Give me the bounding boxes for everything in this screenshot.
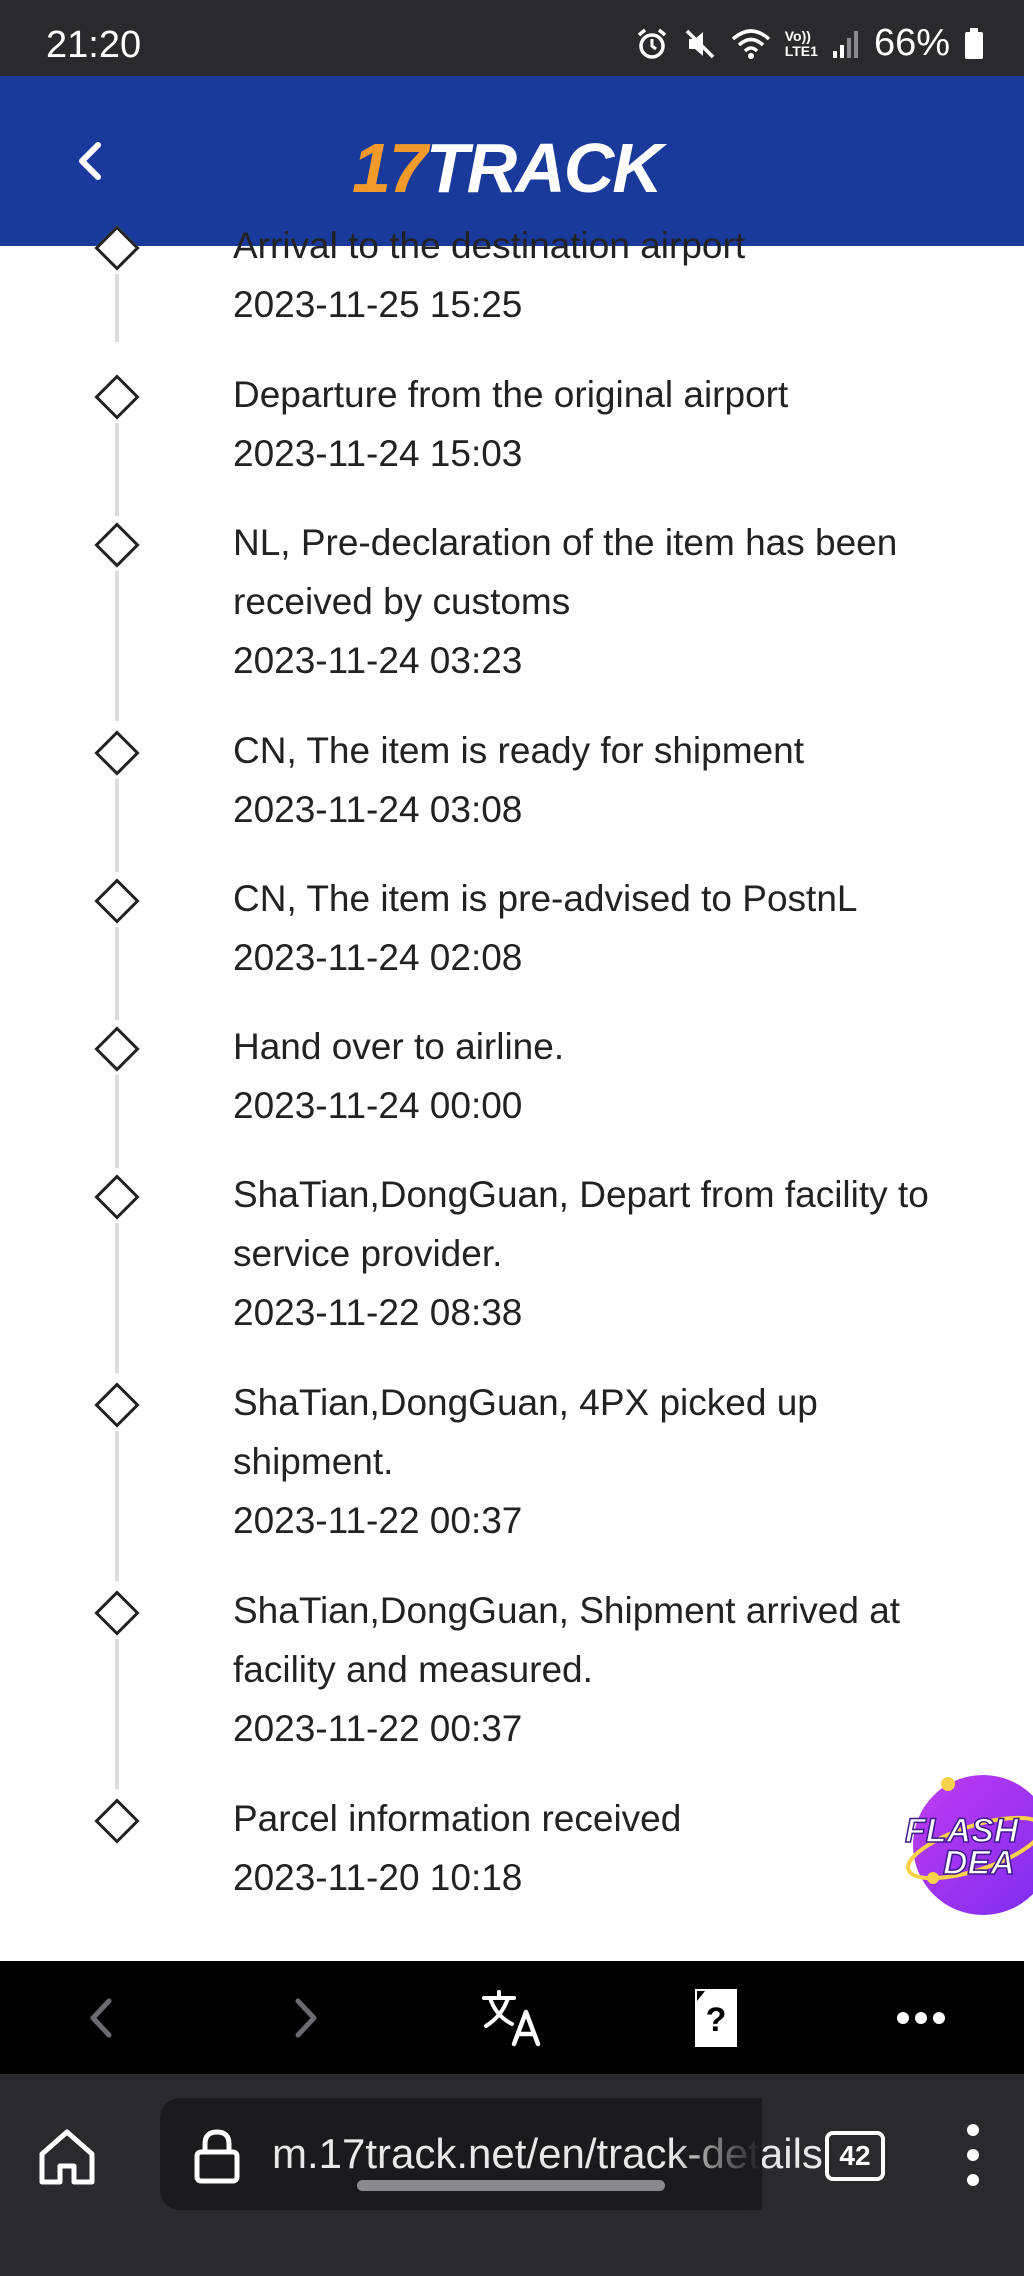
timeline-connector [115,1223,119,1373]
tracking-timeline: Arrival to the destination airport 2023-… [0,225,1024,1961]
home-button[interactable] [36,2126,98,2188]
logo-number: 17 [352,129,428,207]
timeline-connector [115,779,119,872]
diamond-icon [94,1174,140,1220]
event-description: ShaTian,DongGuan, 4PX picked up shipment… [233,1382,818,1482]
battery-icon [965,27,983,59]
forward-arrow-icon [295,1998,317,2038]
event-description: Parcel information received [233,1798,682,1839]
timeline-connector [115,1075,119,1168]
browser-forward-button[interactable] [271,1983,341,2053]
timeline-connector [115,927,119,1020]
flash-deal-badge-icon: FLASH DEA [904,1775,1033,1915]
more-options-button[interactable] [886,1983,956,2053]
diamond-icon [94,730,140,776]
url-bar[interactable]: m.17track.net/en/track-details [160,2098,823,2210]
event-time: 2023-11-24 15:03 [233,433,523,474]
address-area: m.17track.net/en/track-details 42 [0,2074,1024,2276]
back-arrow-icon [90,1998,112,2038]
alarm-icon [637,28,666,59]
chevron-left-icon [79,142,101,180]
url-fade [672,2098,762,2210]
event-time: 2023-11-24 03:08 [233,789,523,830]
svg-text:?: ? [706,2001,727,2039]
logo-word: TRACK [425,129,663,207]
signal-icon [832,30,858,58]
event-time: 2023-11-24 03:23 [233,640,523,681]
home-icon [39,2129,95,2185]
event-description: CN, The item is pre-advised to PostnL [233,878,858,919]
status-icons: Vo)) LTE1 66% [635,22,984,65]
help-card-icon: ? [695,1989,737,2047]
flash-deal-button[interactable]: FLASH DEA [903,1770,1033,1920]
event-time: 2023-11-22 08:38 [233,1292,523,1333]
logo-17track: 17TRACK [352,128,663,208]
event-time: 2023-11-25 15:25 [233,284,523,325]
lock-icon [194,2129,240,2184]
tabs-button[interactable]: 42 [825,2131,885,2181]
back-button[interactable] [62,131,122,191]
event-description: Departure from the original airport [233,374,789,415]
flash-deal-line2: DEA [943,1844,1015,1882]
timeline-connector [115,423,119,516]
diamond-icon [94,1590,140,1636]
app-header: 17TRACK [0,76,1024,246]
event-description: NL, Pre-declaration of the item has been… [233,522,898,622]
event-time: 2023-11-24 02:08 [233,937,523,978]
more-dots-icon [897,2012,945,2024]
timeline-connector [115,1639,119,1789]
help-card-button[interactable]: ? [681,1983,751,2053]
diamond-icon [94,522,140,568]
event-time: 2023-11-24 00:00 [233,1085,523,1126]
diamond-icon [94,878,140,924]
event-time: 2023-11-22 00:37 [233,1708,523,1749]
event-description: CN, The item is ready for shipment [233,730,804,771]
volte-icon: Vo)) LTE1 [784,27,818,59]
browser-back-button[interactable] [66,1983,136,2053]
event-time: 2023-11-20 10:18 [233,1857,523,1898]
gesture-navigation-bar[interactable] [357,2180,665,2191]
battery-percent: 66% [873,22,950,64]
event-description: ShaTian,DongGuan, Shipment arrived at fa… [233,1590,901,1690]
wifi-icon [731,28,770,59]
diamond-icon [94,1798,140,1844]
translate-icon [482,1990,541,2047]
status-bar: 21:20 Vo)) LTE1 66% [0,0,1024,76]
mute-icon [685,29,714,58]
event-description: Hand over to airline. [233,1026,565,1067]
diamond-icon [94,1026,140,1072]
diamond-icon [94,1382,140,1428]
status-time: 21:20 [46,24,142,66]
browser-toolbar: ? [0,1961,1024,2074]
diamond-icon [94,374,140,420]
event-description: ShaTian,DongGuan, Depart from facility t… [233,1174,929,1274]
event-description: Arrival to the destination airport [233,225,746,266]
event-time: 2023-11-22 00:37 [233,1500,523,1541]
flash-deal-line1: FLASH [905,1812,1020,1850]
timeline-connector [115,1431,119,1581]
translate-button[interactable] [477,1983,547,2053]
timeline-connector [115,571,119,721]
timeline-connector [115,274,119,342]
kebab-menu-icon[interactable] [963,2122,983,2188]
